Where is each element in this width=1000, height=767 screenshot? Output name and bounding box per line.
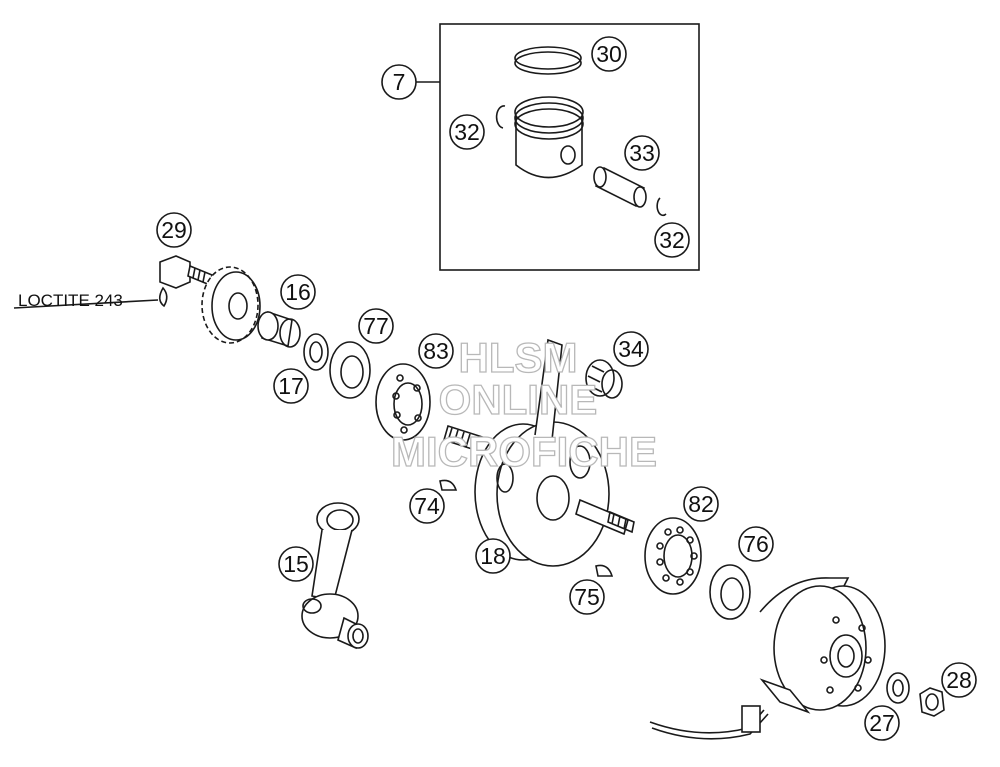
watermark-line-3: MICROFICHE — [391, 428, 657, 475]
woodruff-key-75 — [595, 564, 614, 577]
callout-label: 7 — [393, 69, 406, 95]
callout-label: 16 — [285, 279, 311, 305]
loctite-drop-icon — [158, 286, 168, 308]
circlip-left — [495, 105, 506, 129]
callout-16: 16 — [280, 274, 316, 310]
callout-7: 7 — [381, 64, 417, 100]
main-bearing-right — [644, 517, 702, 595]
crankshaft — [443, 338, 635, 567]
piston-ring — [514, 46, 582, 75]
callout-label: 76 — [743, 531, 769, 557]
watermark-line-2: ONLINE — [439, 376, 598, 423]
callout-label: 74 — [414, 493, 440, 519]
loctite-label: LOCTITE 243 — [18, 291, 123, 310]
callout-27: 27 — [864, 705, 900, 741]
callout-label: 18 — [480, 543, 506, 569]
callout-label: 82 — [688, 491, 714, 517]
callout-label: 34 — [618, 336, 644, 362]
callout-15: 15 — [278, 546, 314, 582]
callout-label: 75 — [574, 584, 600, 610]
thrust-washer — [303, 333, 329, 371]
callout-label: 15 — [283, 551, 309, 577]
watermark: HLSM ONLINE MICROFICHE — [390, 333, 657, 475]
watermark-line-1: HLSM — [459, 334, 578, 381]
loctite-leader-line — [13, 299, 159, 309]
callout-32-bottom: 32 — [654, 222, 690, 258]
callout-label: 32 — [454, 119, 480, 145]
callout-29: 29 — [156, 212, 192, 248]
callout-74: 74 — [409, 488, 445, 524]
callout-label: 83 — [423, 338, 449, 364]
callout-77: 77 — [358, 308, 394, 344]
callout-30: 30 — [591, 36, 627, 72]
flange-bolt — [159, 255, 213, 289]
piston-pin — [593, 166, 647, 208]
callout-76: 76 — [738, 526, 774, 562]
woodruff-key-74 — [439, 479, 458, 491]
piston — [514, 96, 584, 179]
rotor — [759, 577, 886, 714]
callout-33: 33 — [624, 135, 660, 171]
callout-83: 83 — [418, 333, 454, 369]
callout-label: 28 — [946, 667, 972, 693]
callout-82: 82 — [683, 486, 719, 522]
cable-grommet — [741, 705, 761, 733]
stator-cable-outer — [651, 713, 769, 740]
callout-34: 34 — [613, 331, 649, 367]
callout-17: 17 — [273, 368, 309, 404]
callout-label: 17 — [278, 373, 304, 399]
main-bearing-left — [375, 363, 431, 441]
callout-label: 27 — [869, 710, 895, 736]
shaft-seal-left — [329, 341, 371, 399]
circlip-right — [656, 197, 667, 217]
drive-gear — [201, 266, 261, 344]
bushing — [257, 310, 301, 348]
callout-18: 18 — [475, 538, 511, 574]
callout-label: 33 — [629, 140, 655, 166]
shaft-seal-right — [709, 564, 751, 620]
callout-label: 32 — [659, 227, 685, 253]
callout-32-top: 32 — [449, 114, 485, 150]
flywheel-nut — [919, 687, 945, 717]
callout-75: 75 — [569, 579, 605, 615]
callout-label: 30 — [596, 41, 622, 67]
connecting-rod — [301, 502, 369, 650]
needle-bearing — [585, 359, 623, 399]
piston-kit-frame — [439, 23, 700, 271]
callout-label: 29 — [161, 217, 187, 243]
flywheel-washer — [886, 672, 910, 704]
callout-label: 77 — [363, 313, 389, 339]
callout-28: 28 — [941, 662, 977, 698]
